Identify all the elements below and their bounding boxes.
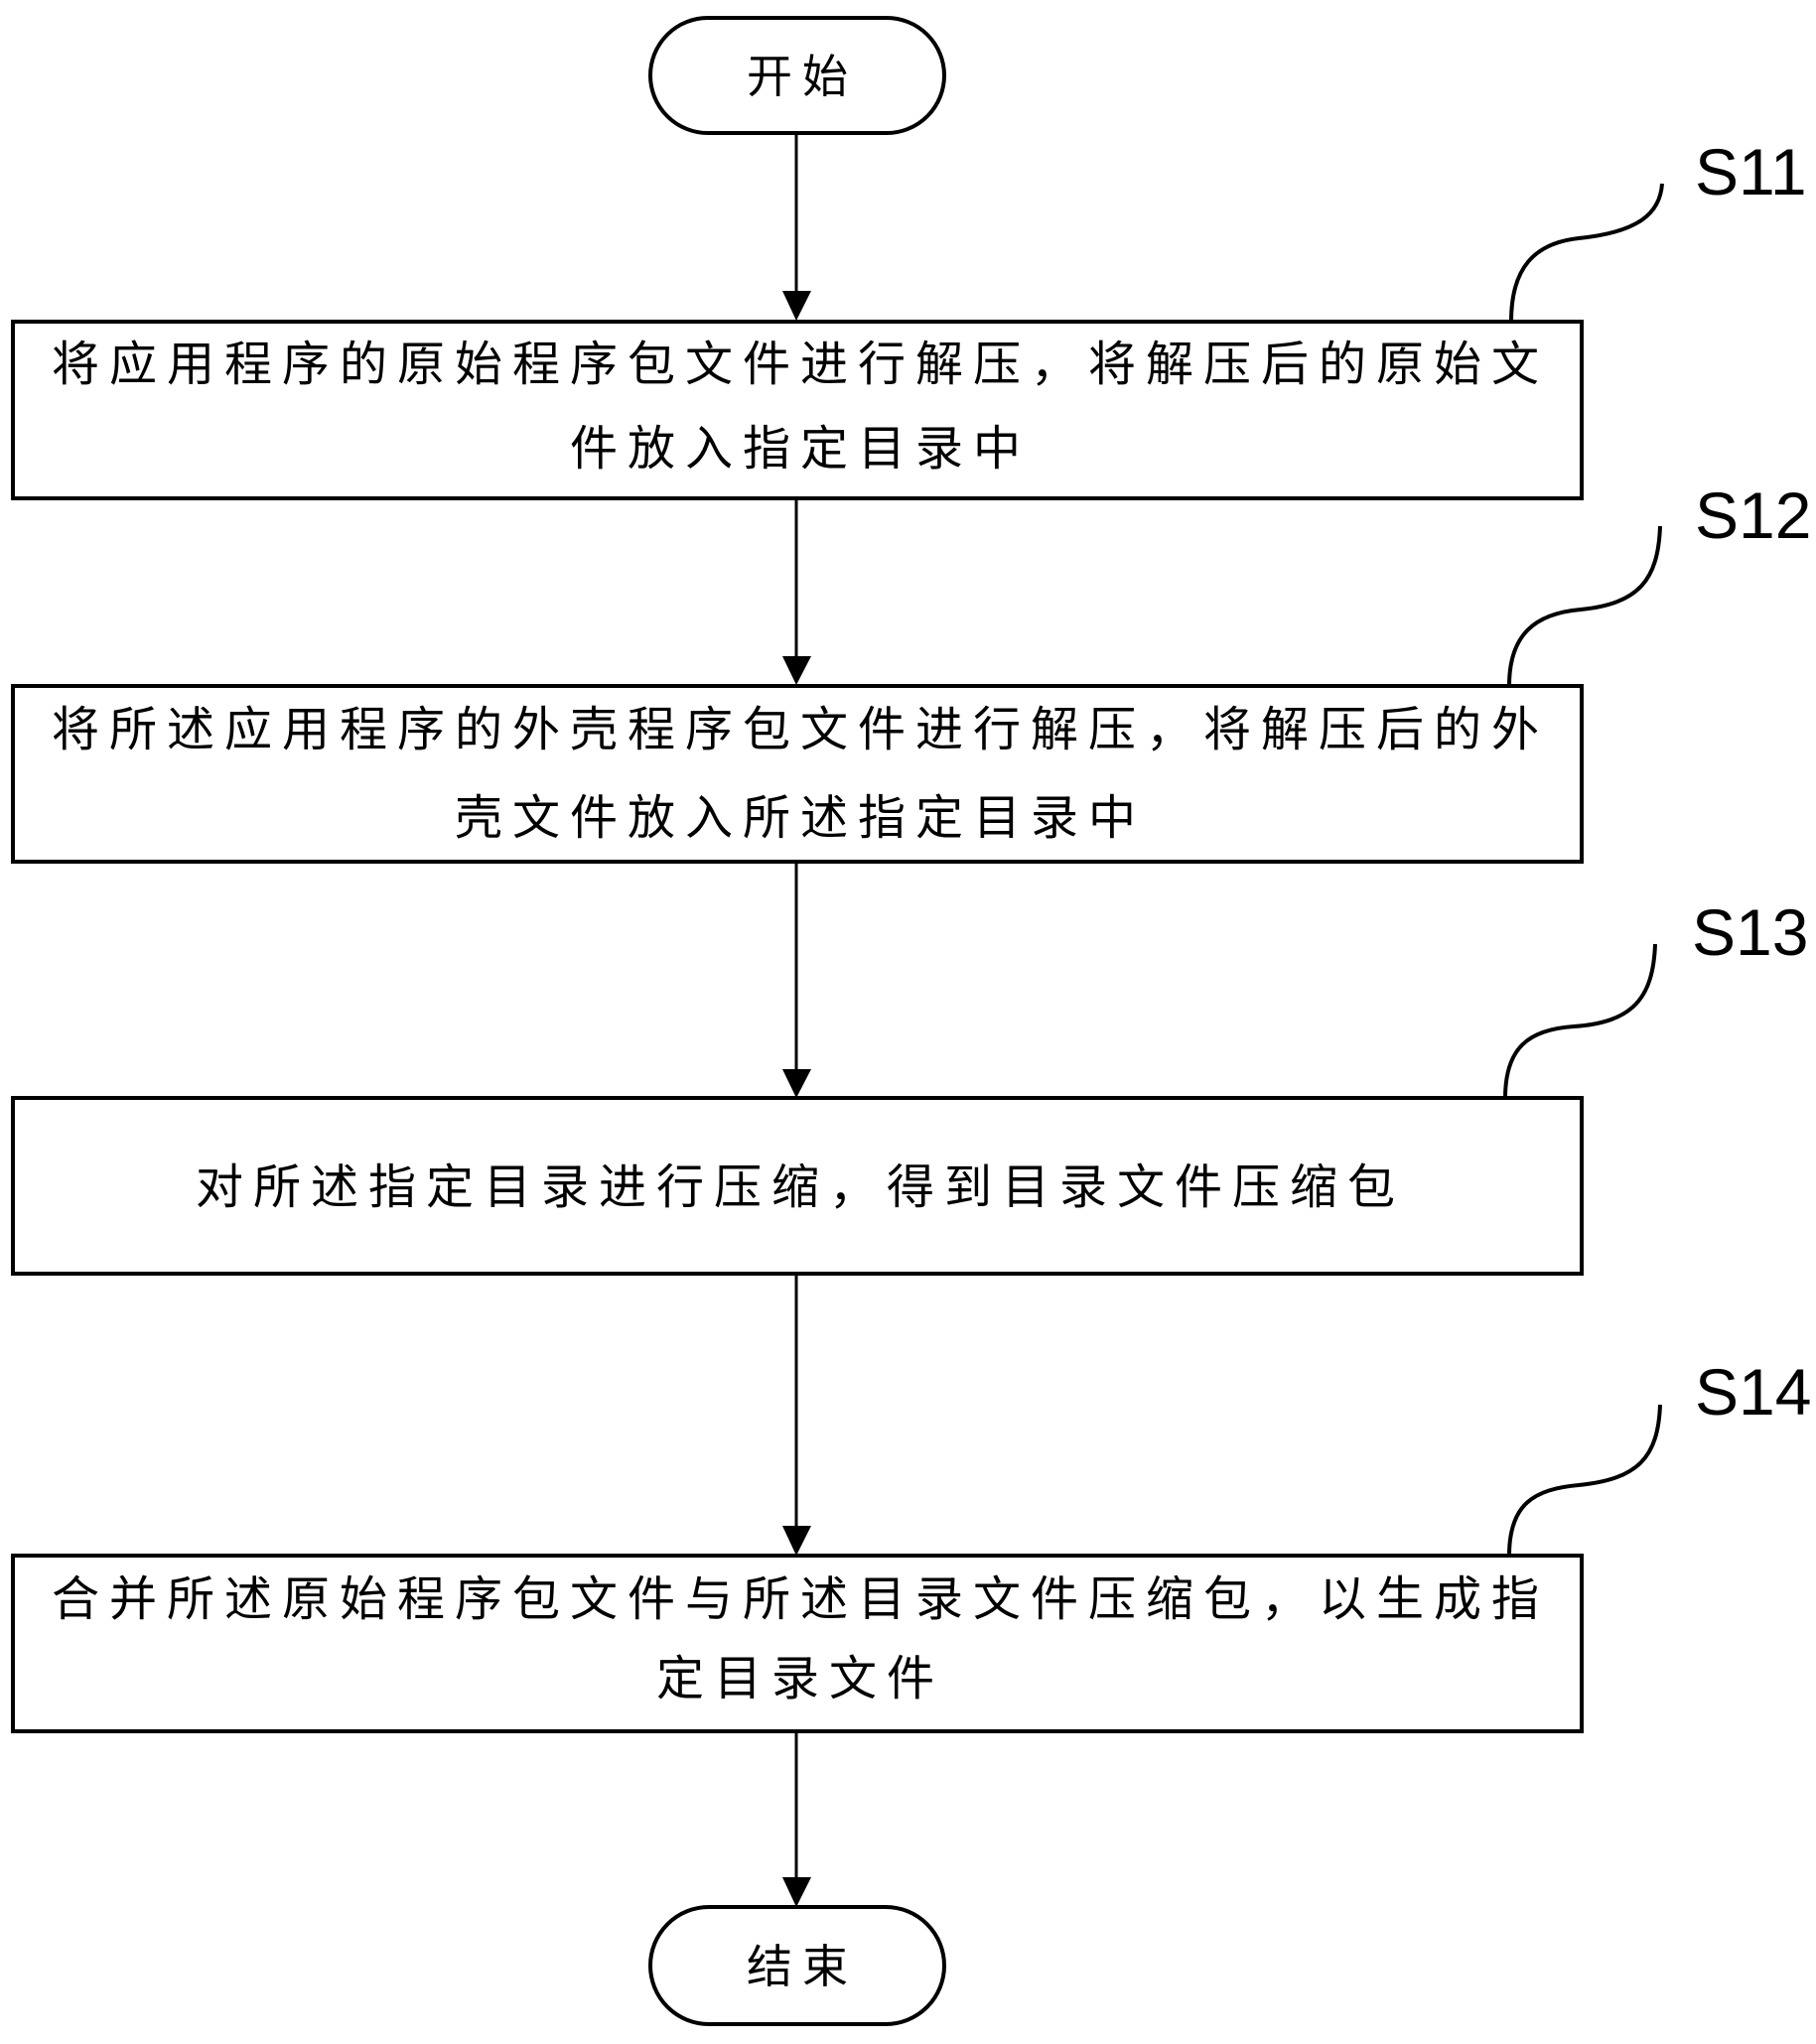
arrowhead-icon	[782, 1877, 811, 1907]
step-s11-leader-line	[1509, 183, 1664, 323]
step-s14-text-line-1: 合并所述原始程序包文件与所述目录文件压缩包，以生成指	[52, 1571, 1549, 1627]
step-s14-id-label: S14	[1695, 1355, 1811, 1429]
arrowhead-icon	[782, 1069, 811, 1098]
step-s14: 合并所述原始程序包文件与所述目录文件压缩包，以生成指 定目录文件 S14	[11, 1355, 1811, 1733]
step-s13-id-label: S13	[1692, 895, 1808, 969]
start-label: 开始	[747, 50, 858, 103]
step-s14-text-line-2: 定目录文件	[656, 1651, 944, 1706]
step-s14-leader-line	[1507, 1404, 1662, 1557]
arrowhead-icon	[782, 1526, 811, 1556]
end-node: 结束	[648, 1905, 946, 2026]
step-s13-box	[11, 1096, 1584, 1276]
step-s14-box	[11, 1554, 1584, 1733]
step-s12-leader-line	[1507, 525, 1662, 687]
step-s11-id-label: S11	[1695, 135, 1807, 208]
step-s13-text-line-1: 对所述指定目录进行压缩，得到目录文件压缩包	[196, 1159, 1405, 1215]
step-s13: 对所述指定目录进行压缩，得到目录文件压缩包 S13	[11, 895, 1808, 1276]
step-s11: 将应用程序的原始程序包文件进行解压，将解压后的原始文 件放入指定目录中 S11	[11, 135, 1807, 500]
arrowhead-icon	[782, 656, 811, 685]
step-s13-leader-line	[1503, 943, 1657, 1099]
step-s12-text-line-1: 将所述应用程序的外壳程序包文件进行解压，将解压后的外	[52, 702, 1549, 757]
end-terminal-shape	[648, 1905, 946, 2026]
step-s11-text-line-2: 件放入指定目录中	[570, 421, 1031, 477]
start-node: 开始	[648, 16, 946, 135]
arrowhead-icon	[782, 291, 811, 321]
step-s12-text-line-2: 壳文件放入所述指定目录中	[455, 790, 1146, 846]
step-s12: 将所述应用程序的外壳程序包文件进行解压，将解压后的外 壳文件放入所述指定目录中 …	[11, 478, 1811, 864]
step-s12-id-label: S12	[1695, 478, 1811, 552]
end-label: 结束	[747, 1940, 858, 1993]
step-s11-box	[11, 320, 1584, 500]
step-s11-text-line-1: 将应用程序的原始程序包文件进行解压，将解压后的原始文	[52, 337, 1549, 392]
